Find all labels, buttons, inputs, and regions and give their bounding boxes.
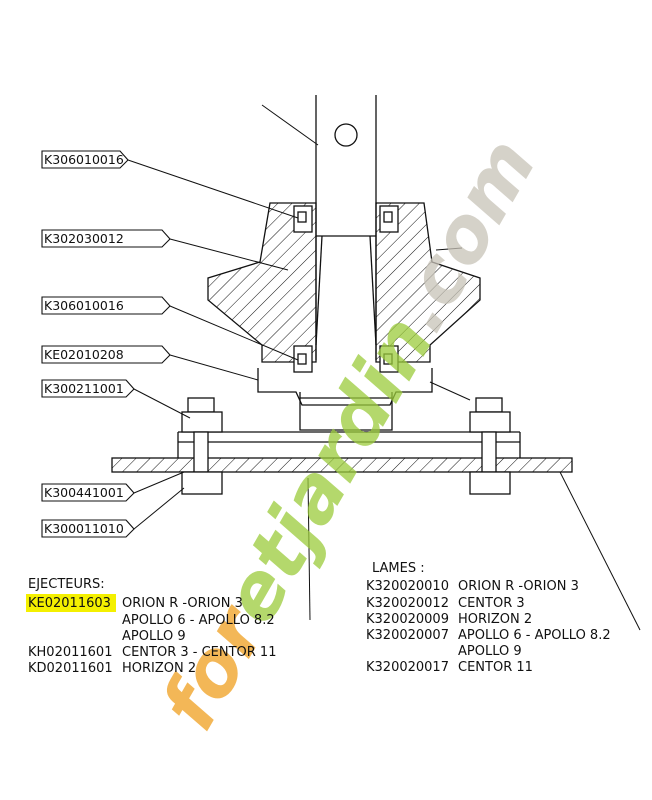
lames-row-2-models: CENTOR 3	[458, 596, 525, 611]
blade-plate	[111, 457, 573, 473]
callout-1-label: K306010016	[44, 152, 124, 167]
callout-1: K306010016	[41, 150, 299, 219]
ejecteurs-row-1-code: KE02011603	[28, 596, 111, 611]
callout-3: K306010016	[41, 296, 299, 361]
callout-7-label: K300011010	[44, 521, 124, 536]
lames-legend: LAMES : K320020010 ORION R -ORION 3 K320…	[366, 561, 611, 675]
ejecteurs-row-4-code: KH02011601	[28, 645, 112, 660]
bolt-right	[469, 397, 511, 495]
callout-4: KE02010208	[41, 345, 259, 381]
shaft-hole	[334, 123, 358, 147]
lames-row-4-models: APOLLO 6 - APOLLO 8.2	[458, 628, 611, 643]
leader-lines	[261, 104, 641, 631]
support-bracket	[177, 431, 521, 458]
callout-3-label: K306010016	[44, 298, 124, 313]
lames-row-6-code: K320020017	[366, 660, 449, 675]
ejector-cup	[257, 368, 433, 431]
callout-5-label: K300211001	[44, 381, 124, 396]
lames-row-5-models: APOLLO 9	[458, 644, 522, 659]
lames-row-4-code: K320020007	[366, 628, 449, 643]
ejecteurs-row-5-code: KD02011601	[28, 661, 113, 676]
ejecteurs-row-4-models: CENTOR 3 - CENTOR 11	[122, 645, 276, 660]
lames-row-6-models: CENTOR 11	[458, 660, 533, 675]
callout-2-label: K302030012	[44, 231, 124, 246]
highlight-box	[26, 594, 116, 612]
callout-5: K300211001	[41, 379, 191, 419]
callout-4-label: KE02010208	[44, 347, 124, 362]
lames-row-3-models: HORIZON 2	[458, 612, 532, 627]
callout-6: K300441001	[41, 471, 185, 502]
callout-7: K300011010	[41, 487, 185, 538]
lames-row-1-models: ORION R -ORION 3	[458, 579, 579, 594]
ejecteurs-row-3-models: APOLLO 9	[122, 629, 186, 644]
callout-6-label: K300441001	[44, 485, 124, 500]
ejecteurs-row-5-models: HORIZON 2	[122, 661, 196, 676]
ejecteurs-heading: EJECTEURS:	[28, 577, 105, 592]
bolt-left	[181, 397, 223, 495]
callout-2: K302030012	[41, 229, 289, 271]
ejecteurs-row-2-models: APOLLO 6 - APOLLO 8.2	[122, 613, 275, 628]
lames-row-2-code: K320020012	[366, 596, 449, 611]
lames-row-1-code: K320020010	[366, 579, 449, 594]
ejecteurs-row-1-models: ORION R -ORION 3	[122, 596, 243, 611]
ejecteurs-legend: EJECTEURS: KE02011603 ORION R -ORION 3 A…	[26, 577, 276, 676]
lames-heading: LAMES :	[372, 561, 425, 576]
lames-row-3-code: K320020009	[366, 612, 449, 627]
